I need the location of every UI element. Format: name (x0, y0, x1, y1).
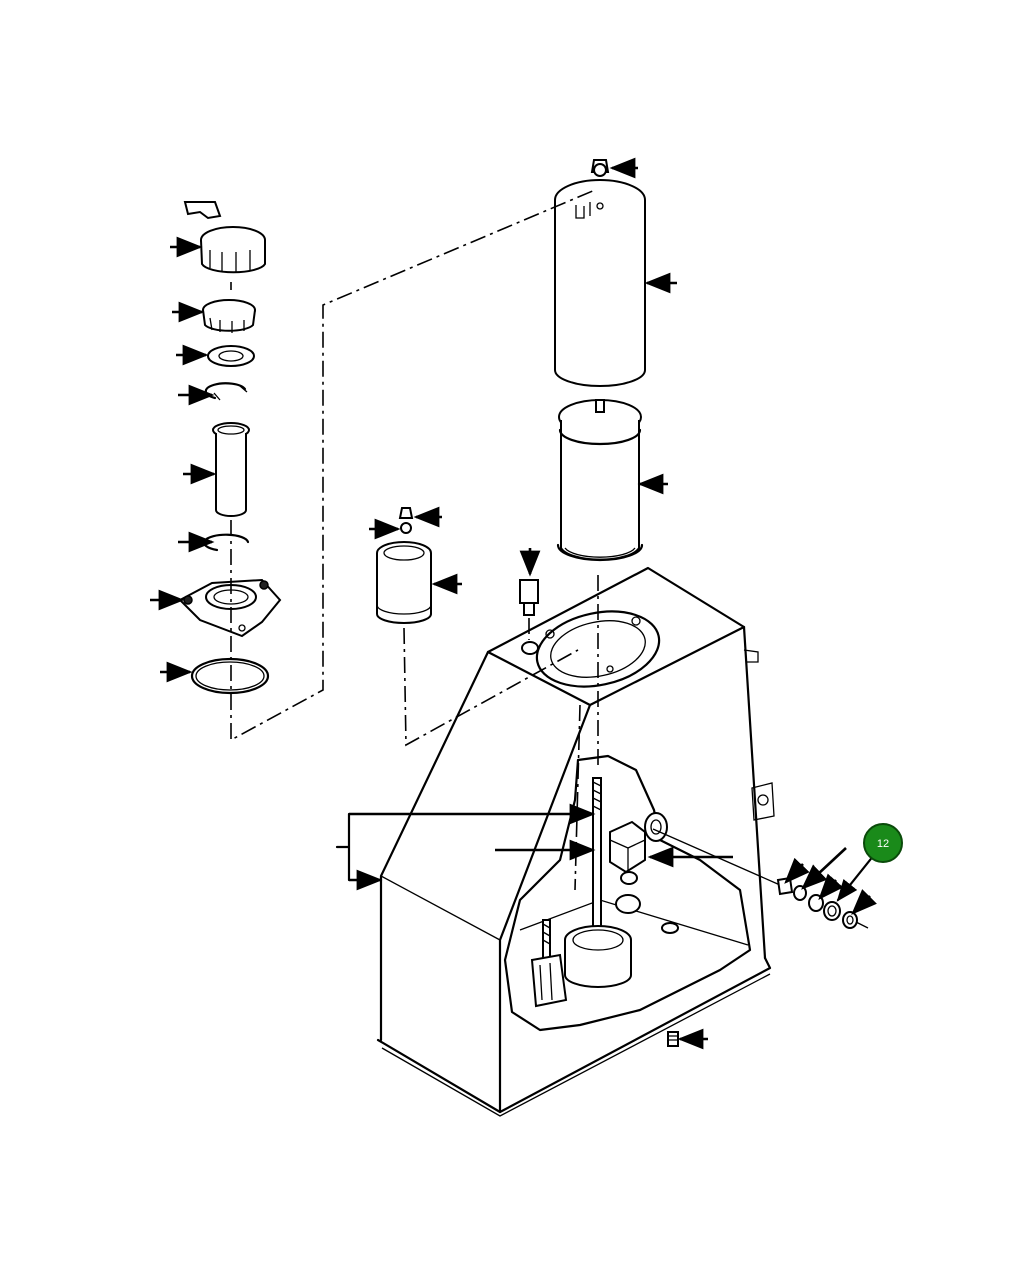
fluid-tank-body (376, 566, 775, 1117)
check-valve (519, 579, 539, 640)
callout-arrows (150, 157, 877, 1050)
filter-housing-canister (554, 159, 646, 387)
callout-12-circle[interactable] (863, 823, 903, 863)
internal-components (530, 575, 679, 1047)
callout-12[interactable]: 12 (836, 823, 903, 902)
filler-cap-assembly (178, 189, 596, 742)
strainer-filter-small (376, 507, 579, 747)
filter-element (556, 399, 644, 562)
callout-12-label: 12 (877, 838, 889, 850)
